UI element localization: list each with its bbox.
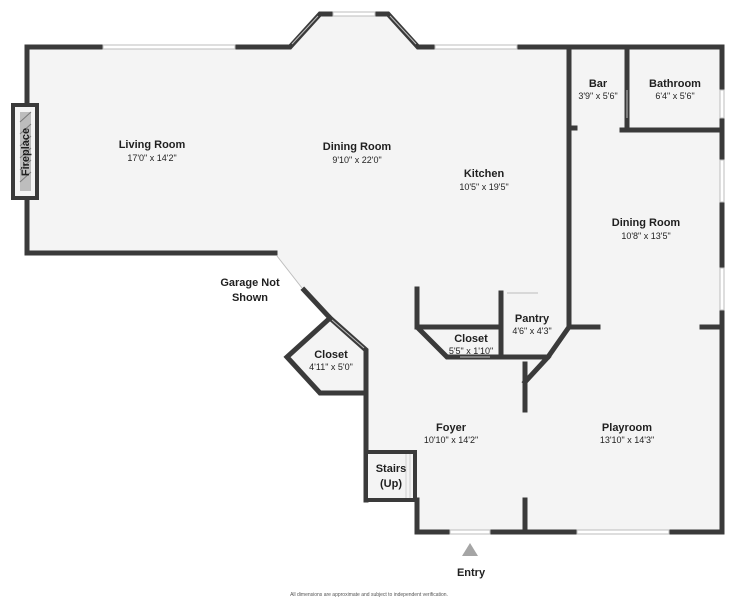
stairs-label-line1: Stairs <box>376 463 407 475</box>
floor-area <box>27 14 722 532</box>
pantry-dim: 4'6" x 4'3" <box>512 326 551 336</box>
window-bathroom <box>719 89 725 119</box>
dining-room-2-dim: 10'8" x 13'5" <box>621 231 670 241</box>
closet-door <box>331 319 365 349</box>
window-living <box>102 44 236 50</box>
foyer-name: Foyer <box>436 422 467 434</box>
window-dining-east-1 <box>719 159 725 203</box>
window-playroom <box>576 529 670 535</box>
living-room-name: Living Room <box>119 139 186 151</box>
disclaimer: All dimensions are approximate and subje… <box>290 592 448 598</box>
entry-arrow-icon <box>462 543 478 556</box>
playroom-angled-wall <box>521 353 552 386</box>
window-bay-right <box>389 15 417 45</box>
window-kitchen <box>434 44 518 50</box>
stairs-label-line2: (Up) <box>380 478 402 490</box>
window-dining-east-2 <box>719 267 725 311</box>
bar-name: Bar <box>589 78 608 90</box>
window-bay-left <box>291 15 319 45</box>
foyer-dim: 10'10" x 14'2" <box>424 435 478 445</box>
garage-label-line2: Shown <box>232 292 268 304</box>
playroom-dim: 13'10" x 14'3" <box>600 435 654 445</box>
pantry-name: Pantry <box>515 313 550 325</box>
closet-kitchen-name: Closet <box>454 333 488 345</box>
closet-floor <box>287 318 366 393</box>
window-entry <box>449 529 491 535</box>
closet-name: Closet <box>314 349 348 361</box>
fireplace-label: Fireplace <box>20 128 32 176</box>
bar-dim: 3'9" x 5'6" <box>578 91 617 101</box>
closet-dim: 4'11" x 5'0" <box>309 362 353 372</box>
bathroom-name: Bathroom <box>649 78 701 90</box>
entry-label: Entry <box>457 567 486 579</box>
living-room-dim: 17'0" x 14'2" <box>127 153 176 163</box>
closet-wall <box>283 314 369 396</box>
garage-opening <box>276 255 303 289</box>
dining-room-name: Dining Room <box>323 141 392 153</box>
bathroom-dim: 6'4" x 5'6" <box>655 91 694 101</box>
window-bay-top <box>332 11 376 17</box>
dining-room-dim: 9'10" x 22'0" <box>332 155 381 165</box>
kitchen-dim: 10'5" x 19'5" <box>459 182 508 192</box>
closet-kitchen-dim: 5'5" x 1'10" <box>449 346 493 356</box>
garage-label-line1: Garage Not <box>220 277 280 289</box>
playroom-name: Playroom <box>602 422 652 434</box>
dining-room-2-name: Dining Room <box>612 217 681 229</box>
fireplace-hatch <box>19 111 32 191</box>
stair-treads <box>405 454 411 498</box>
kitchen-name: Kitchen <box>464 168 505 180</box>
stairs-box <box>364 450 417 502</box>
